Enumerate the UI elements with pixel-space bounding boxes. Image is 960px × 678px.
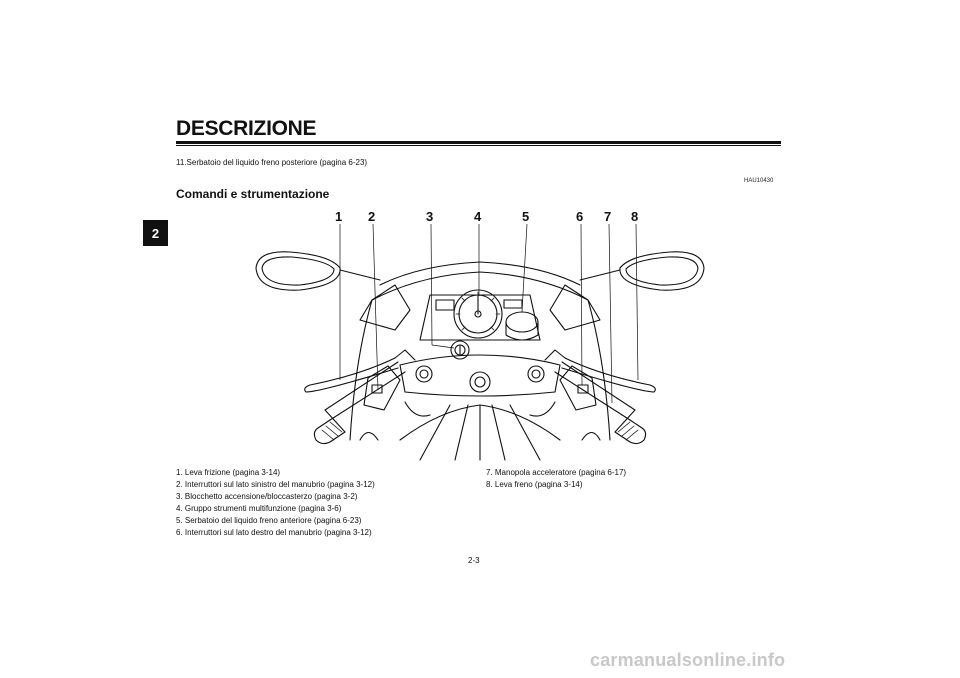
callout-4: 4	[474, 209, 482, 224]
legend-item: 7. Manopola acceleratore (pagina 6-17)	[486, 468, 627, 477]
callout-2: 2	[368, 209, 376, 224]
legend-item: 4. Gruppo strumenti multifunzione (pagin…	[176, 504, 342, 513]
page-title: DESCRIZIONE	[176, 117, 317, 140]
callout-5: 5	[522, 209, 530, 224]
page-number: 2-3	[468, 556, 480, 565]
continued-list-item: 11.Serbatoio del liquido freno posterior…	[176, 158, 368, 167]
header-rule	[176, 141, 781, 146]
handlebar-illustration	[255, 223, 705, 461]
callout-1: 1	[335, 209, 343, 224]
section-code: HAU10430	[744, 178, 774, 184]
legend-left: 1. Leva frizione (pagina 3-14) 2. Interr…	[176, 467, 375, 539]
section-title: Comandi e strumentazione	[176, 187, 330, 201]
callout-7: 7	[604, 209, 612, 224]
legend-item: 8. Leva freno (pagina 3-14)	[486, 480, 583, 489]
legend-item: 1. Leva frizione (pagina 3-14)	[176, 468, 281, 477]
callout-6: 6	[576, 209, 584, 224]
chapter-tab: 2	[143, 220, 168, 246]
legend-item: 2. Interruttori sul lato sinistro del ma…	[176, 480, 375, 489]
legend-item: 5. Serbatoio del liquido freno anteriore…	[176, 516, 362, 525]
legend-right: 7. Manopola acceleratore (pagina 6-17) 8…	[486, 467, 626, 491]
callout-3: 3	[426, 209, 434, 224]
watermark-text[interactable]: carmanualsonline.info	[590, 650, 786, 670]
legend-item: 3. Blocchetto accensione/bloccasterzo (p…	[176, 492, 358, 501]
callout-8: 8	[631, 209, 639, 224]
legend-item: 6. Interruttori sul lato destro del manu…	[176, 528, 372, 537]
